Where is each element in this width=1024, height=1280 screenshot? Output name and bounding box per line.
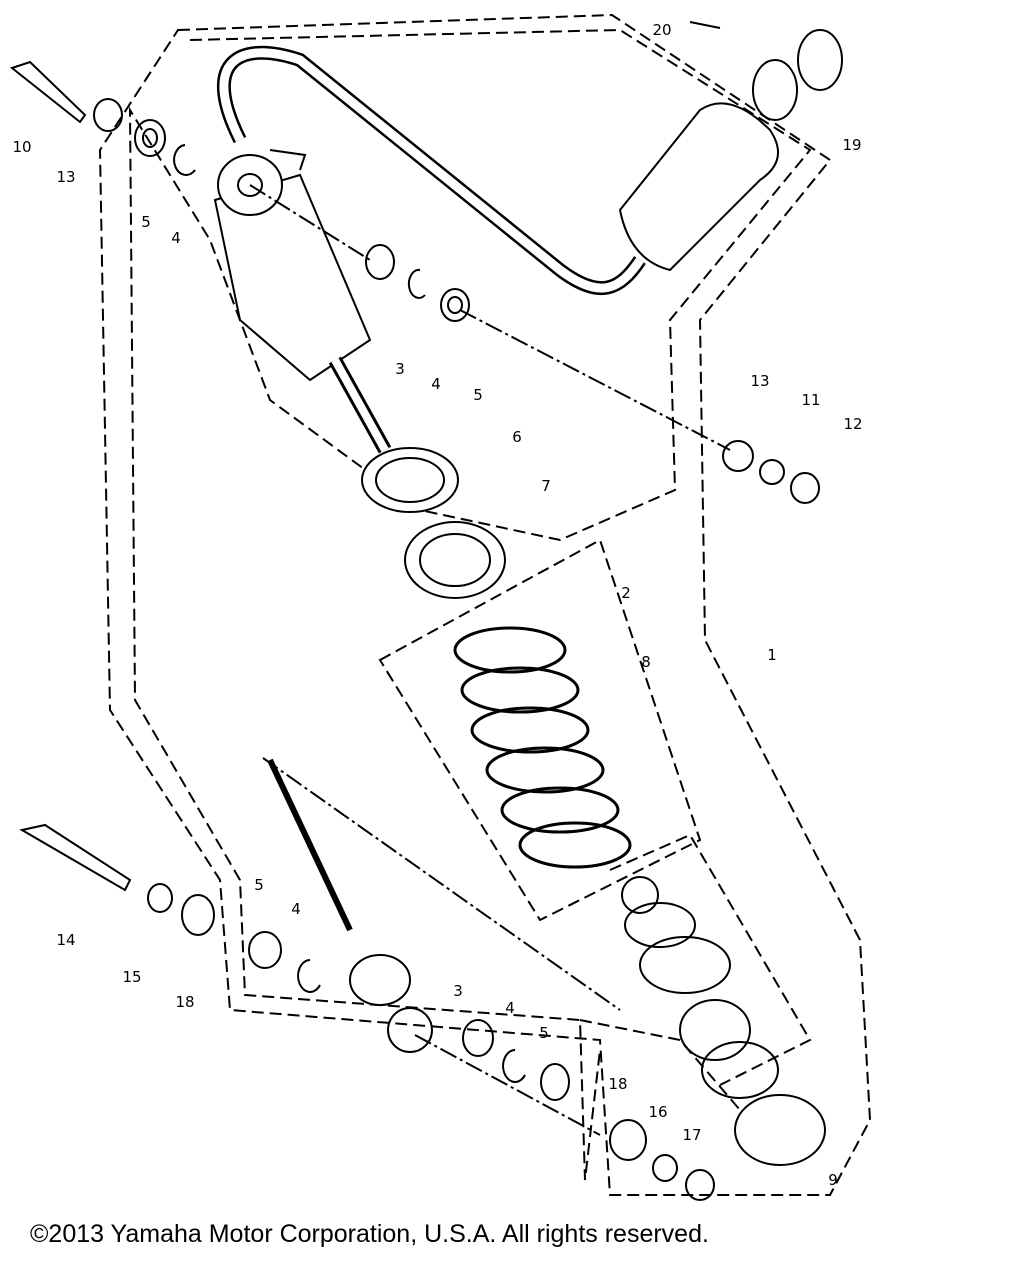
assembly-1-outline [98, 13, 872, 1196]
callout-2: 2 [621, 584, 631, 602]
callout-13: 13 [750, 372, 770, 390]
callout-10: 10 [12, 138, 32, 156]
callout-4: 4 [291, 900, 301, 918]
lock-nut-7 [404, 521, 506, 599]
callout-3: 3 [395, 360, 405, 378]
callout-17: 17 [682, 1126, 702, 1144]
callout-9: 9 [828, 1171, 838, 1189]
copyright-notice: ©2013 Yamaha Motor Corporation, U.S.A. A… [30, 1220, 709, 1248]
callout-12: 12 [843, 415, 863, 433]
bracket-outline [579, 1019, 741, 1111]
callout-14: 14 [56, 931, 76, 949]
lower-outline [609, 833, 812, 1086]
callout-16: 16 [648, 1103, 668, 1121]
callout-13: 13 [56, 168, 76, 186]
callout-1: 1 [767, 646, 777, 664]
adjuster-ring-6 [361, 447, 459, 513]
shock-body [213, 149, 392, 454]
callout-7: 7 [541, 477, 551, 495]
callout-5: 5 [141, 213, 151, 231]
callout-5: 5 [473, 386, 483, 404]
reservoir-hose-inner [219, 48, 644, 293]
callout-4: 4 [431, 375, 441, 393]
lower-stack [621, 876, 826, 1166]
callout-20: 20 [652, 21, 672, 39]
callout-18: 18 [608, 1075, 628, 1093]
callout-3: 3 [453, 982, 463, 1000]
callout-4: 4 [505, 999, 515, 1017]
reservoir [618, 102, 779, 272]
hardware [9, 21, 843, 1201]
callout-5: 5 [254, 876, 264, 894]
callout-15: 15 [122, 968, 142, 986]
callout-11: 11 [801, 391, 821, 409]
callout-4: 4 [171, 229, 181, 247]
callout-8: 8 [641, 653, 651, 671]
spring-outline [378, 538, 702, 922]
callout-5: 5 [539, 1024, 549, 1042]
callout-6: 6 [512, 428, 522, 446]
callout-19: 19 [842, 136, 862, 154]
spring-8 [453, 626, 632, 869]
callout-18: 18 [175, 993, 195, 1011]
